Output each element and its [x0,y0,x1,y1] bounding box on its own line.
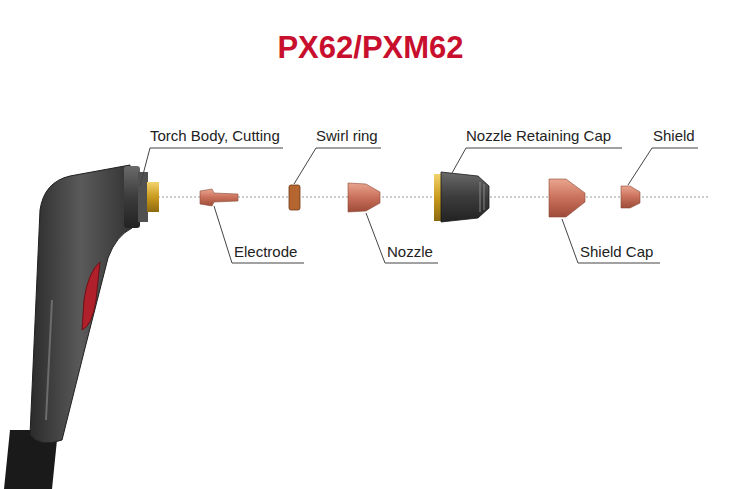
shield-cap-part [549,179,585,217]
leader-line [452,148,622,173]
torch-trigger [82,262,100,330]
torch-brass-tip [147,182,159,212]
torch-head [124,166,140,228]
shield-part [621,186,640,208]
nozzle-retaining-cap-part [441,172,489,222]
handle-grip-line [46,300,52,420]
swirl-ring-part [289,185,300,210]
nozzle-part [348,183,380,212]
electrode-part [200,189,238,206]
cap-thread [484,184,485,210]
leader-line [140,148,283,186]
part-label: Swirl ring [316,127,378,145]
part-label: Shield [653,127,695,145]
cap-thread [480,182,481,212]
leader-line [628,148,698,185]
diagram-title: PX62/PXM62 [0,30,741,66]
leader-line [562,219,660,263]
part-label: Torch Body, Cutting [150,127,280,145]
part-label: Nozzle Retaining Cap [466,127,611,145]
part-label: Shield Cap [580,243,653,261]
leader-line [294,148,381,184]
leader-line [366,213,438,263]
part-label: Nozzle [387,243,433,261]
torch-head-ring [138,172,148,222]
torch-handle [30,165,132,443]
part-label: Electrode [234,243,297,261]
leader-line [214,206,304,263]
